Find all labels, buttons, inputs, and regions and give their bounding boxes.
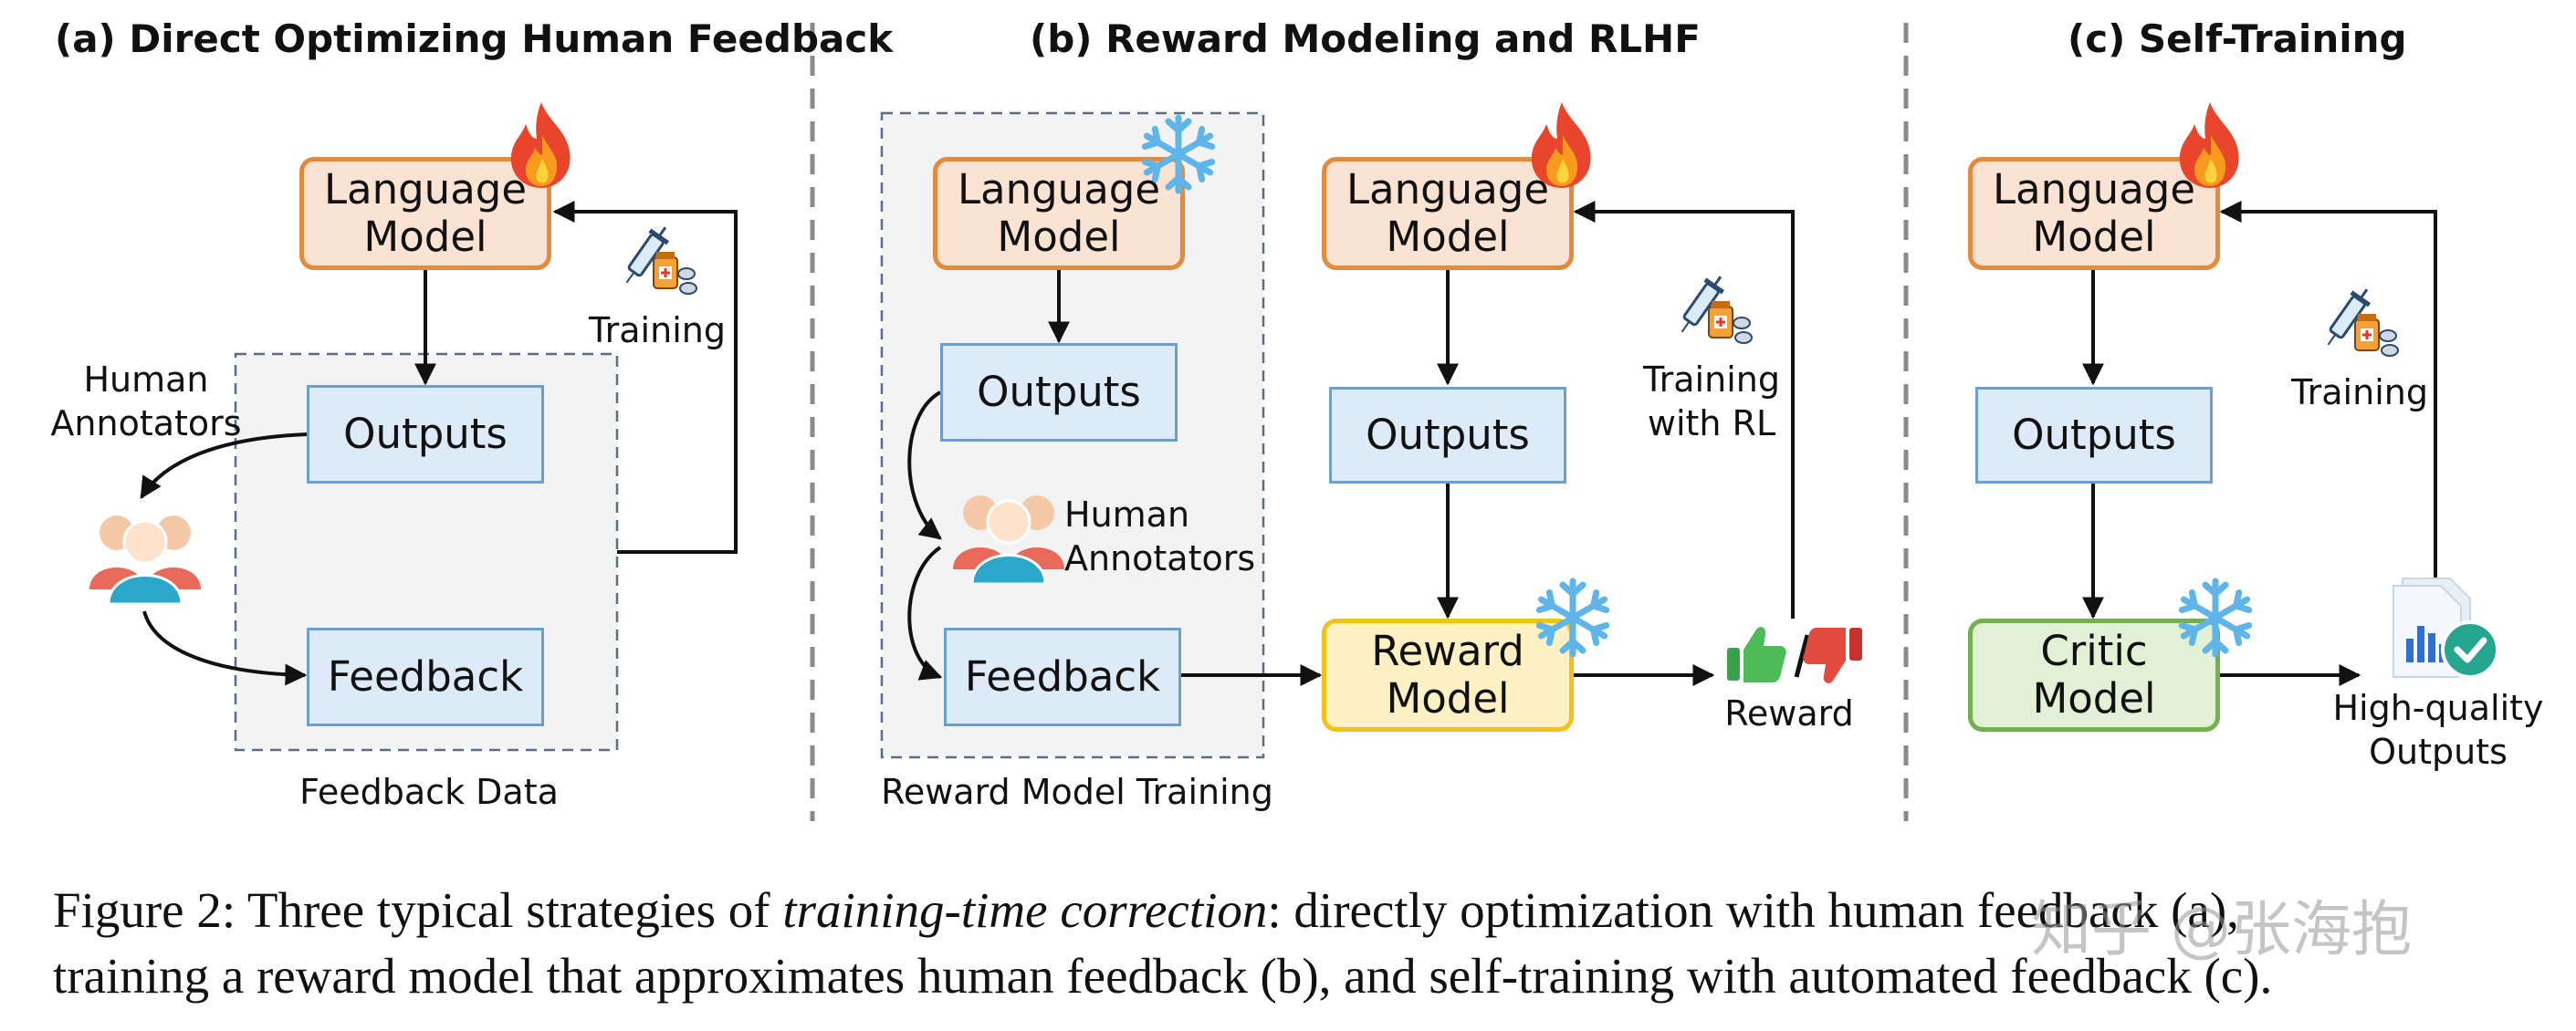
arrow-a-annotators-feedback	[142, 610, 308, 686]
syringe-medicine-icon	[2327, 288, 2399, 357]
snowflake-icon	[1137, 114, 1220, 195]
syringe-medicine-icon	[625, 226, 697, 295]
caption-line1-suffix: : directly optimization with human feedb…	[1267, 882, 2239, 938]
caption-line1-italic: training-time correction	[782, 882, 1268, 938]
fire-icon	[510, 102, 571, 188]
a-feedback-data-label: Feedback Data	[299, 772, 559, 812]
b-training-with-rl-label: Training with RL	[1643, 359, 1780, 443]
snowflake-icon	[2174, 578, 2257, 659]
c-outputs-box: Outputs	[1975, 387, 2213, 484]
b-human-annotators-label: Human Annotators	[1064, 495, 1256, 578]
b-outputs-right-box: Outputs	[1329, 387, 1566, 484]
c-critic-model-box: Critic Model	[1968, 619, 2220, 732]
people-group-icon	[953, 495, 1064, 584]
a-human-annotators-label: Human Annotators	[50, 359, 242, 443]
b-feedback-box: Feedback	[944, 628, 1181, 726]
arrow-a-outputs-annotators	[140, 432, 308, 500]
panel-c-title: (c) Self-Training	[2068, 16, 2407, 61]
a-training-label: Training	[589, 310, 726, 350]
b-reward-model-training-label: Reward Model Training	[881, 772, 1273, 812]
a-feedback-box: Feedback	[307, 628, 544, 726]
b-outputs-left-box: Outputs	[940, 343, 1178, 442]
b-reward-label: Reward	[1724, 693, 1854, 734]
a-language-model-box: Language Model	[299, 157, 551, 270]
figure-caption-line-2: training a reward model that approximate…	[53, 948, 2273, 1004]
panel-a-title: (a) Direct Optimizing Human Feedback	[55, 16, 894, 61]
figure-caption-line-1: Figure 2: Three typical strategies of tr…	[53, 878, 2239, 943]
b-reward-model-box: Reward Model	[1322, 619, 1574, 732]
arrow-a-loop-training	[552, 201, 738, 554]
arrow-b-outputs-annotators	[907, 391, 942, 540]
b-language-model-box: Language Model	[1322, 157, 1574, 270]
people-group-icon	[89, 516, 201, 604]
c-language-model-box: Language Model	[1968, 157, 2220, 270]
arrow-b-loop-training-rl	[1573, 201, 1795, 619]
fire-icon	[1531, 102, 1591, 188]
panel-b-title: (b) Reward Modeling and RLHF	[1030, 16, 1701, 61]
fire-icon	[2179, 102, 2239, 188]
a-outputs-box: Outputs	[307, 385, 544, 484]
c-training-label: Training	[2291, 372, 2428, 412]
syringe-medicine-icon	[1681, 276, 1753, 344]
arrow-c-loop-training	[2219, 201, 2437, 584]
watermark: 知乎 @张海抱	[2031, 894, 2412, 964]
thumbs-up-down-icon	[1727, 627, 1862, 683]
c-high-quality-outputs-label: High-quality Outputs	[2332, 688, 2544, 772]
document-check-icon	[2393, 578, 2499, 679]
caption-line1-prefix: Figure 2: Three typical strategies of	[53, 882, 783, 938]
b-frozen-language-model-box: Language Model	[933, 157, 1185, 270]
arrow-b-annotators-feedback	[907, 546, 943, 681]
snowflake-icon	[1532, 578, 1614, 659]
